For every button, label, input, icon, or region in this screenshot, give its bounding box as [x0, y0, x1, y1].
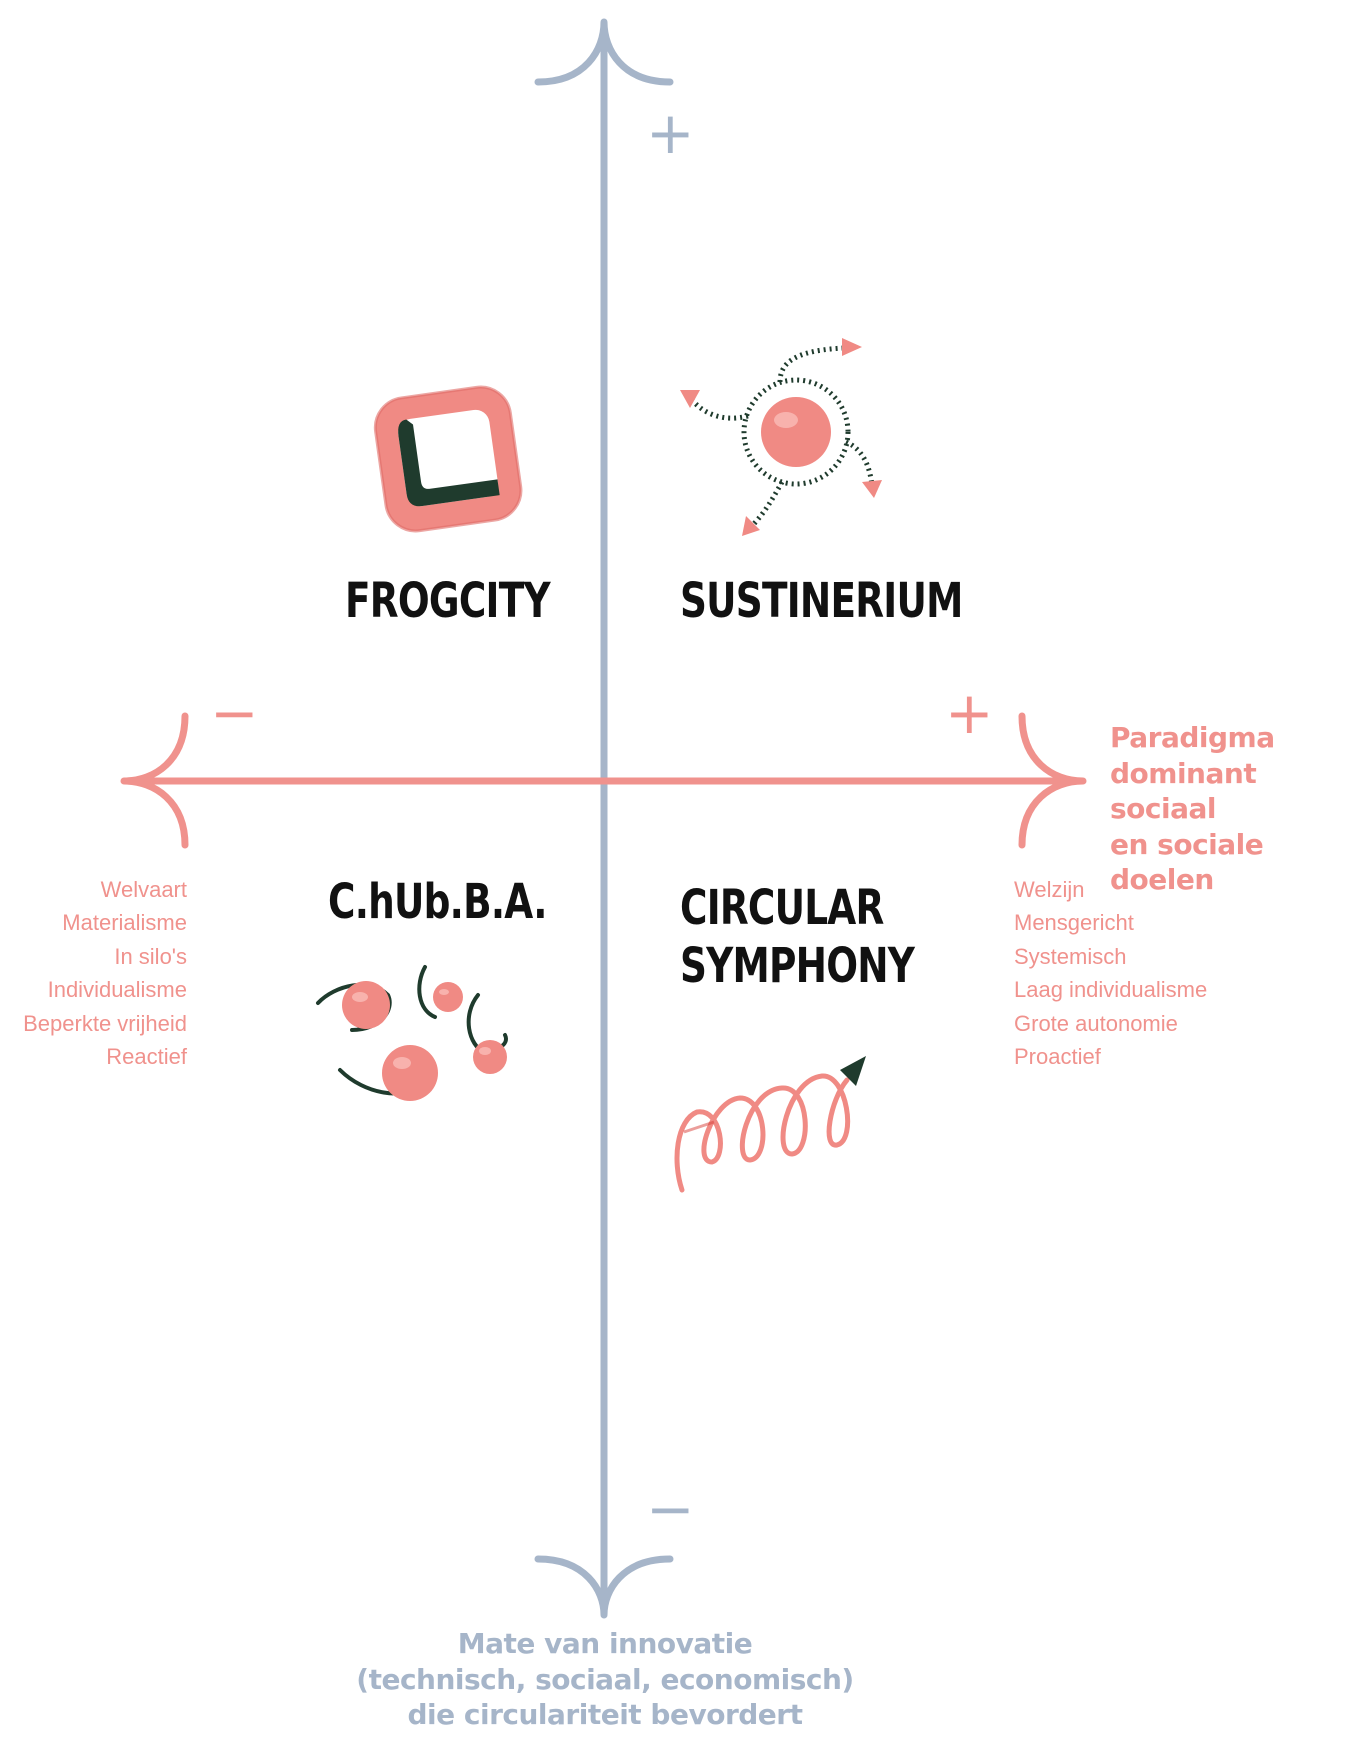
list-item: Welzijn — [1014, 877, 1085, 902]
list-item: Individualisme — [47, 977, 187, 1003]
left-quality-list: Welvaart Materialisme In silo's Individu… — [23, 873, 187, 1073]
quadrant-title-line: CIRCULAR — [680, 880, 884, 936]
list-item: Grote autonomie — [1014, 1010, 1178, 1036]
vertical-axis-label: Mate van innovatie (technisch, sociaal, … — [340, 1626, 870, 1733]
vertical-axis-top-cap — [534, 21, 674, 86]
vertical-axis-label-line: (technisch, sociaal, economisch) — [356, 1662, 854, 1696]
horizontal-axis-left-cap — [123, 712, 189, 849]
rounded-square-icon — [373, 385, 523, 533]
list-item: Mensgericht — [1014, 910, 1134, 936]
quadrant-title-chubba: C.hUb.B.A. — [328, 874, 547, 930]
list-item: Materialisme — [62, 910, 187, 936]
list-item: Beperkte vrijheid — [23, 1010, 187, 1036]
quadrant-title-line: SYMPHONY — [680, 937, 915, 994]
vertical-axis-minus-sign: − — [646, 1475, 695, 1543]
list-item: Systemisch — [1014, 943, 1127, 969]
horizontal-axis-label: Paradigma dominant sociaal en sociale do… — [1110, 720, 1365, 898]
scattered-spheres-icon — [316, 965, 508, 1101]
list-item: Reactief — [106, 1044, 187, 1070]
horizontal-axis — [120, 712, 1087, 849]
list-item: Proactief — [1014, 1044, 1101, 1070]
vertical-axis — [534, 18, 674, 1619]
list-item: In silo's — [114, 943, 187, 969]
quadrant-title-sustinerium: SUSTINERIUM — [680, 573, 963, 629]
vertical-axis-plus-sign: + — [646, 99, 695, 167]
horizontal-axis-label-line: en sociale doelen — [1110, 827, 1264, 897]
horizontal-axis-label-line: Paradigma — [1110, 721, 1275, 754]
list-item: Welvaart — [100, 877, 187, 902]
horizontal-axis-label-line: dominant sociaal — [1110, 756, 1257, 826]
quadrant-title-circular-symphony: CIRCULAR SYMPHONY — [680, 880, 915, 995]
orbit-arrows-icon — [680, 338, 882, 536]
vertical-axis-bottom-cap — [534, 1555, 674, 1616]
horizontal-axis-minus-sign: − — [210, 679, 259, 747]
list-item: Laag individualisme — [1014, 977, 1208, 1003]
vertical-axis-label-line: die circulariteit bevordert — [407, 1698, 803, 1732]
right-quality-list: Welzijn Mensgericht Systemisch Laag indi… — [1014, 873, 1207, 1073]
horizontal-axis-right-cap — [1018, 712, 1084, 849]
horizontal-axis-plus-sign: + — [945, 679, 994, 747]
quadrant-title-frogcity: FROGCITY — [345, 573, 551, 629]
spiral-arrow-icon — [674, 1056, 866, 1193]
vertical-axis-label-line: Mate van innovatie — [457, 1627, 753, 1660]
